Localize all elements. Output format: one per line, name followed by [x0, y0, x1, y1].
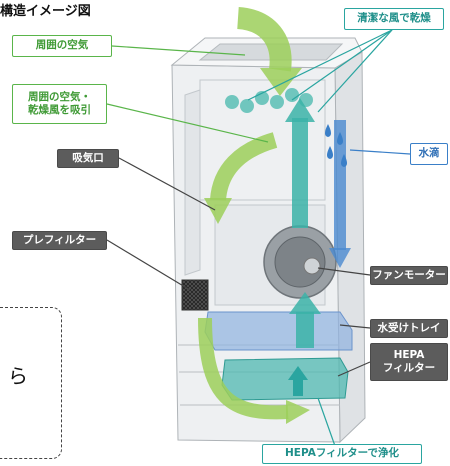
fan-hub	[303, 257, 321, 275]
label-fan-motor: ファンモーター	[370, 266, 448, 285]
prefilter-grid	[181, 279, 209, 311]
label-hepa-line1: HEPA	[393, 348, 425, 361]
label-clean-air: 清潔な風で乾燥	[344, 8, 444, 30]
label-prefilter: プレフィルター	[12, 231, 107, 250]
clean-air-dot	[270, 95, 284, 109]
label-water-drops-text: 水滴	[418, 147, 440, 160]
airflow-arrow-left-green	[210, 132, 278, 201]
airflow-arrow-up-teal-head	[285, 98, 315, 122]
label-intake-line1: 周囲の空気・	[28, 90, 91, 103]
airflow-arrow-bottom-green	[198, 317, 289, 420]
label-ambient-air: 周囲の空気	[12, 35, 112, 57]
leader-clean-air-3	[317, 29, 393, 113]
label-inlet: 吸気口	[57, 149, 119, 168]
water-drop-icon	[325, 124, 331, 137]
leader-water-drops	[349, 149, 411, 155]
water-tray	[204, 311, 353, 351]
label-clean-air-text: 清潔な風で乾燥	[357, 12, 431, 25]
water-flow-arrow-blue-head	[329, 248, 351, 268]
diagram-title: 構造イメージ図	[0, 4, 91, 19]
inner-duct-left	[184, 89, 201, 276]
airflow-arrow-left-green-head	[204, 198, 232, 224]
label-hepa-purify-text: HEPAフィルターで浄化	[285, 447, 399, 460]
label-water-tray: 水受けトレイ	[370, 319, 448, 338]
leader-clean-air-2	[291, 29, 393, 101]
water-drop-icon	[341, 154, 347, 167]
hepa-filter	[221, 357, 349, 401]
label-prefilter-text: プレフィルター	[22, 233, 97, 246]
label-intake-line2: 乾燥風を吸引	[28, 104, 91, 116]
label-water-drops: 水滴	[410, 143, 448, 165]
leader-water-tray	[339, 324, 371, 329]
leader-hepa	[337, 361, 371, 377]
label-hepa-line2: フィルター	[382, 362, 436, 374]
airflow-arrow-top-green-head	[260, 68, 302, 96]
side-note-box	[0, 307, 62, 459]
side-note-text: ら	[8, 364, 28, 388]
leader-intake	[106, 103, 269, 143]
leader-clean-air-1	[247, 29, 393, 101]
label-inlet-text: 吸気口	[72, 151, 104, 164]
clean-air-dot	[240, 99, 254, 113]
label-hepa-purify: HEPAフィルターで浄化	[262, 444, 422, 464]
label-intake: 周囲の空気・ 乾燥風を吸引	[12, 84, 107, 124]
leader-prefilter	[106, 239, 191, 291]
leader-ambient-air	[111, 45, 246, 56]
airflow-arrow-hepa-up-teal-head	[288, 366, 308, 380]
water-drop-icon	[327, 146, 333, 159]
water-drop-icon	[337, 132, 343, 145]
label-fan-motor-text: ファンモーター	[372, 268, 446, 281]
label-ambient-air-text: 周囲の空気	[35, 39, 89, 52]
leader-inlet	[118, 157, 216, 211]
clean-air-dot	[299, 93, 313, 107]
clean-air-dot	[225, 95, 239, 109]
label-water-tray-text: 水受けトレイ	[377, 321, 441, 334]
leader-fan-motor	[317, 267, 371, 276]
fan-blades	[274, 236, 326, 288]
airflow-arrow-bottom-up-teal-head	[289, 292, 321, 314]
leader-hepa-purify	[317, 397, 336, 447]
airflow-arrow-bottom-green-head	[286, 400, 310, 424]
airflow-arrow-top-green	[236, 7, 292, 72]
clean-air-dot	[285, 88, 299, 102]
label-hepa: HEPA フィルター	[370, 343, 448, 381]
